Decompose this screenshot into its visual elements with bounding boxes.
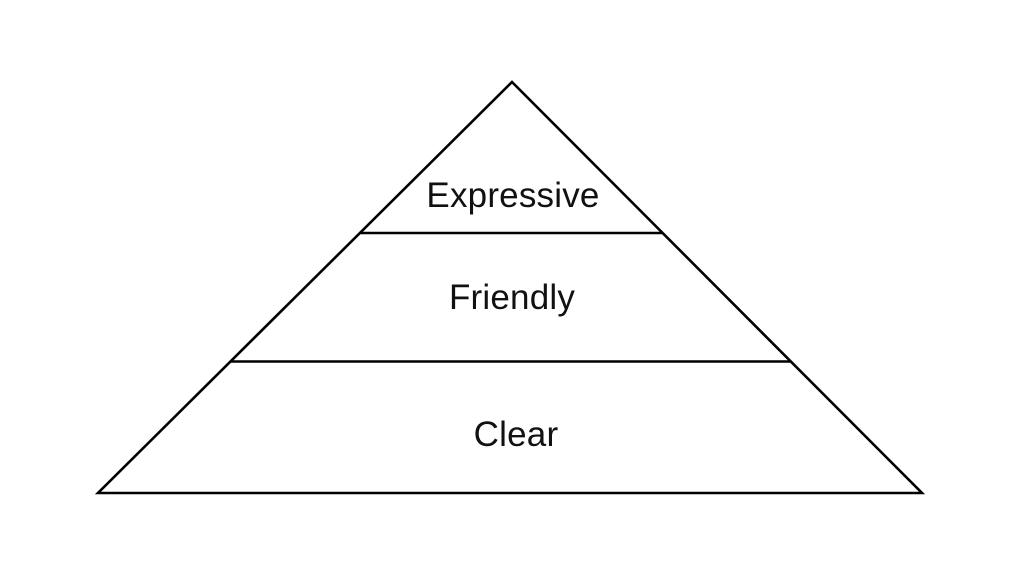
tier-label-top: Expressive — [426, 176, 599, 215]
pyramid-outline — [94, 80, 926, 495]
tier-label-middle: Friendly — [449, 278, 575, 317]
tier-label-bottom: Clear — [474, 415, 559, 454]
